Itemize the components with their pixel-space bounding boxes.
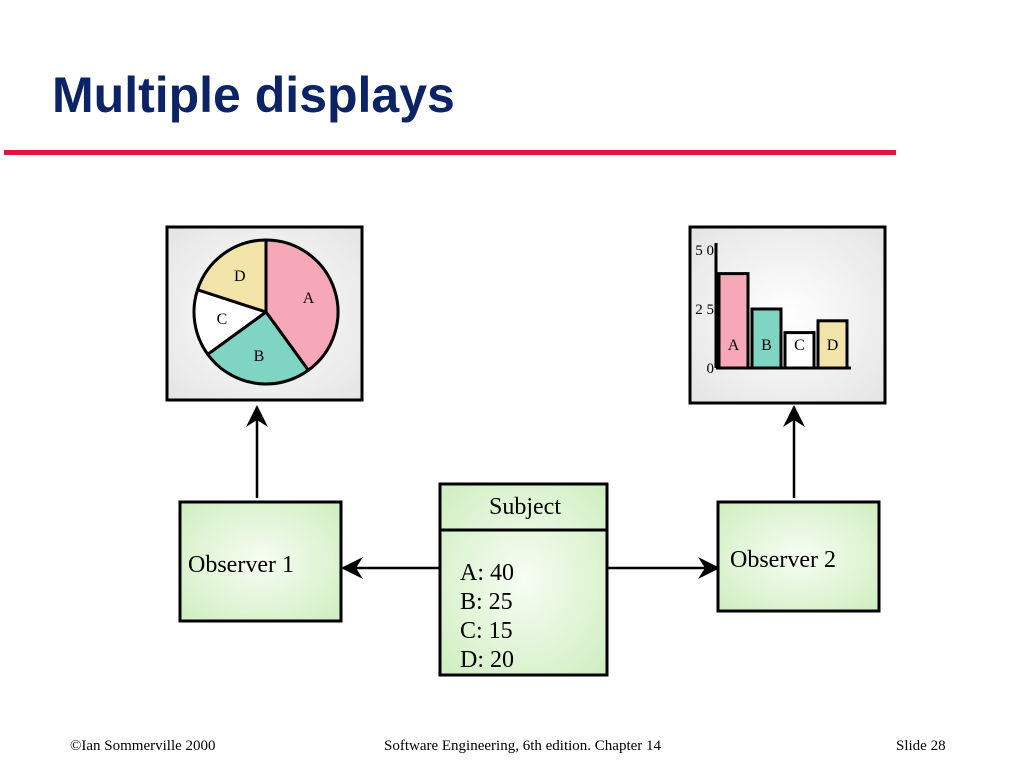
bar-label-b: B [761, 337, 772, 354]
observer1-frame [178, 500, 343, 623]
bar-label-a: A [728, 337, 740, 354]
bar-c [783, 331, 816, 370]
bar-ytick-label: 2 5 [695, 302, 714, 318]
pie-display: A B C D [165, 225, 364, 402]
subject-line-d: D: 20 [460, 647, 514, 673]
pie-label-a: A [303, 290, 315, 307]
pie-slice-a [264, 238, 340, 372]
pie-label-b: B [254, 348, 265, 365]
subject-box: Subject A: 40 B: 25 C: 15 D: 20 [438, 482, 609, 677]
pie-label-c: C [217, 311, 228, 328]
pie-slice-b [206, 310, 310, 386]
pie-chart: A B C D [192, 238, 340, 386]
subject-title: Subject [489, 494, 561, 520]
observer2-label: Observer 2 [730, 547, 836, 573]
bar-chart: A B C D 0 2 5 5 0 [695, 243, 851, 377]
bar-b [750, 307, 783, 370]
subject-frame [438, 482, 609, 677]
bar-ytick-label: 5 0 [695, 243, 714, 259]
pie-slice-c [192, 288, 268, 356]
footer-copyright: ©Ian Sommerville 2000 [70, 738, 216, 754]
observer1-label: Observer 1 [188, 552, 294, 578]
subject-line-a: A: 40 [460, 560, 514, 586]
bar-display: A B C D 0 2 5 5 0 [688, 225, 887, 405]
observer2-box: Observer 2 [716, 500, 881, 613]
bar-d [816, 319, 849, 370]
bar-label-d: D [827, 337, 839, 354]
subject-line-c: C: 15 [460, 618, 513, 644]
title-rule [4, 150, 896, 155]
bar-ytick-label: 0 [707, 361, 715, 377]
footer-book: Software Engineering, 6th edition. Chapt… [384, 738, 662, 754]
bar-label-c: C [794, 337, 805, 354]
pie-label-d: D [234, 268, 246, 285]
subject-line-b: B: 25 [460, 589, 513, 615]
observer2-frame [716, 500, 881, 613]
pie-slice-d [196, 238, 268, 314]
observer1-box: Observer 1 [178, 500, 343, 623]
footer-slide-number: Slide 28 [896, 738, 946, 754]
slide-title: Multiple displays [52, 67, 455, 123]
